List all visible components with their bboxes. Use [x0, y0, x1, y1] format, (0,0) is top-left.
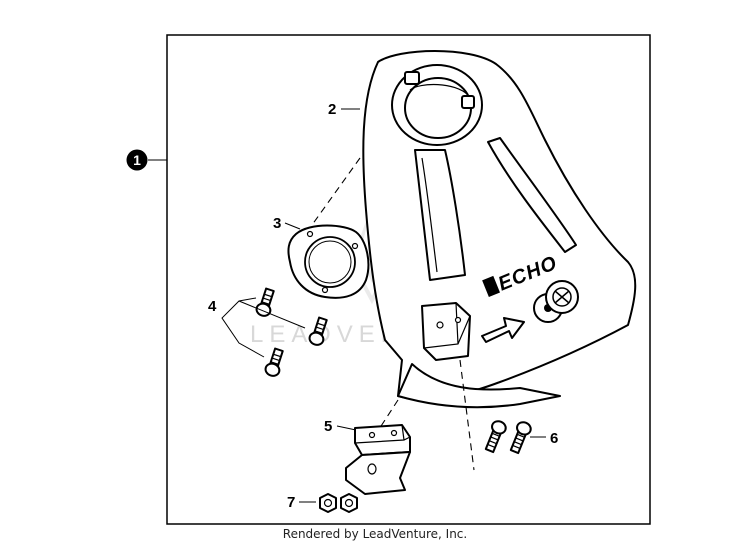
retainer-plate [287, 224, 370, 299]
assembly-line-screws [459, 359, 475, 471]
bracket-screws [484, 420, 532, 455]
direction-arrow-icon [481, 317, 525, 343]
callout-7-label: 7 [287, 494, 295, 511]
callout-3[interactable]: 3 [273, 215, 301, 232]
callout-7[interactable]: 7 [287, 494, 316, 511]
nut-b [340, 493, 358, 513]
callout-1-label: 1 [133, 152, 141, 168]
mounting-bracket [345, 424, 411, 495]
screw-b [308, 316, 328, 346]
callout-5[interactable]: 5 [324, 418, 357, 435]
callout-2[interactable]: 2 [328, 101, 360, 118]
callout-5-label: 5 [324, 418, 332, 435]
screw-a [255, 287, 275, 317]
assembly-frame [166, 34, 651, 525]
callout-4[interactable]: 4 [208, 297, 306, 358]
screw-c [264, 347, 284, 377]
assembly-line-guard-retainer [311, 157, 361, 226]
guard-screws [255, 287, 328, 377]
hex-nuts [319, 493, 358, 513]
rotation-emblem-icon [533, 280, 579, 323]
callout-3-label: 3 [273, 215, 281, 232]
nut-a [319, 493, 337, 513]
callout-1[interactable]: 1 [126, 149, 168, 171]
screw-e [509, 421, 532, 455]
callout-6[interactable]: 6 [530, 430, 558, 447]
callout-6-label: 6 [550, 430, 558, 447]
callout-2-label: 2 [328, 101, 336, 118]
footer-credit: Rendered by LeadVenture, Inc. [282, 527, 468, 541]
callout-4-label: 4 [208, 298, 217, 315]
trimmer-guard: ECHO [362, 50, 637, 409]
screw-d [484, 420, 507, 454]
